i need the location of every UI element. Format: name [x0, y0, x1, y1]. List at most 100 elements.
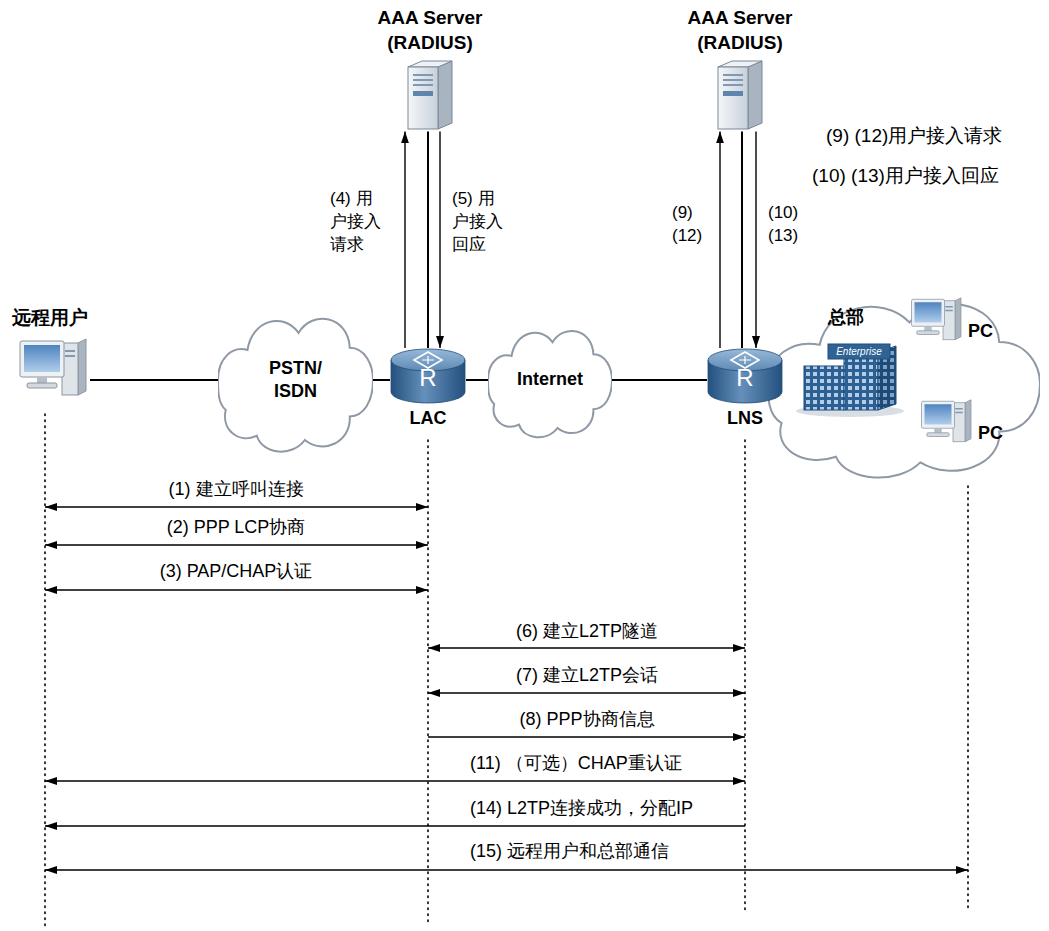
router-glyph: R: [390, 348, 466, 393]
server-side: [438, 61, 452, 129]
aaa-server: AAA Server (RADIUS): [355, 6, 505, 131]
sign-text-box: Enterprise: [828, 344, 890, 359]
server-front: [718, 67, 748, 129]
step-label-box: (1) 建立呼叫连接: [169, 478, 304, 501]
message-arrow: [45, 780, 745, 781]
request-arrow: [404, 131, 405, 348]
edge-label: (5) 用户接入回应: [452, 188, 510, 257]
pc-monitor: [20, 341, 64, 377]
building-sign: [828, 344, 890, 359]
edge-label: (9) (12): [672, 202, 708, 248]
sign-text: Enterprise: [828, 344, 890, 359]
pc-slot: [955, 412, 963, 414]
server-icon: [404, 59, 456, 131]
router-top: [708, 349, 782, 371]
pc-tower-side: [78, 339, 86, 395]
server-drive: [413, 91, 433, 96]
cloud-outline: [488, 331, 612, 437]
router-symbol: [422, 356, 434, 364]
message-arrow: [45, 825, 745, 826]
link-line: [612, 379, 707, 381]
step-label-box: (8) PPP协商信息: [519, 708, 654, 731]
step-label: (3) PAP/CHAP认证: [160, 560, 313, 583]
pc-base: [917, 331, 940, 335]
building-wing: [804, 366, 844, 410]
server-drive: [723, 91, 743, 96]
edge-label-box: (4) 用户接入请求: [330, 188, 388, 257]
cloud-name: Internet: [517, 368, 583, 391]
router: R LAC: [390, 348, 466, 430]
annotation: (10) (13)用户接入回应: [812, 164, 999, 189]
link-line: [373, 379, 390, 381]
pc-base: [927, 433, 950, 437]
lifeline: [744, 440, 746, 912]
request-arrow: [439, 131, 440, 348]
router-glyph: R: [707, 348, 783, 393]
step-label-box: (3) PAP/CHAP认证: [160, 560, 313, 583]
step-label-box: (6) 建立L2TP隧道: [516, 620, 658, 643]
lifelines: [45, 414, 968, 926]
lifeline: [967, 486, 969, 912]
building-tower: [844, 352, 878, 410]
pc-slot: [65, 355, 75, 357]
message-arrow: [45, 506, 428, 507]
step-label-box: (14) L2TP连接成功，分配IP: [470, 797, 693, 820]
cloud-outline: [218, 319, 373, 452]
pc-slot: [65, 350, 75, 352]
cloud-name: PSTN/ISDN: [268, 357, 324, 404]
router-symbol: [414, 352, 442, 368]
server-slot: [413, 84, 433, 86]
server-name: AAA Server (RADIUS): [355, 6, 505, 55]
server-slot: [723, 74, 743, 76]
link-line: [90, 379, 218, 381]
pc-stand: [924, 326, 932, 331]
link-line: [741, 131, 743, 348]
annotation-box: (9) (12)用户接入请求: [826, 124, 1002, 149]
router-top: [391, 349, 465, 371]
message-arrow: [45, 544, 428, 545]
request-arrow: [719, 131, 720, 348]
cloud-shape: [218, 305, 373, 455]
message-arrows: [45, 507, 968, 870]
pc-name: PC: [978, 398, 1003, 445]
step-label-box: (15) 远程用户和总部通信: [470, 840, 669, 863]
pc-screen: [925, 404, 952, 424]
step-label: (8) PPP协商信息: [519, 708, 654, 731]
link-line: [427, 131, 429, 348]
link-line: [466, 379, 488, 381]
message-arrow: [45, 869, 968, 870]
step-label: (15) 远程用户和总部通信: [470, 840, 669, 863]
annotation-box: (10) (13)用户接入回应: [812, 164, 999, 189]
message-arrow: [428, 692, 745, 693]
network-cloud: Internet: [488, 320, 612, 440]
pc-tower-side: [955, 298, 961, 340]
router: RLNS: [707, 348, 783, 430]
step-label: (14) L2TP连接成功，分配IP: [470, 797, 693, 820]
pc-name: PC: [968, 296, 993, 343]
pc-screen: [915, 302, 942, 322]
pc: PC: [910, 296, 993, 346]
pc-stand: [934, 428, 942, 433]
aaa-server: AAA Server (RADIUS): [665, 6, 815, 131]
step-label: (7) 建立L2TP会话: [516, 664, 658, 687]
pc-icon: [920, 398, 974, 445]
remote-user: 远程用户: [12, 306, 90, 399]
edge-label-box: (5) 用户接入回应: [452, 188, 510, 257]
server-slot: [413, 74, 433, 76]
router-symbol: [731, 352, 759, 368]
pc-screen: [24, 345, 60, 372]
pc-slot: [945, 306, 953, 308]
step-label-box: (11) （可选）CHAP重认证: [470, 752, 682, 775]
router-name: LAC: [390, 407, 466, 430]
server-slot: [723, 79, 743, 81]
edge-label-box: (10) (13): [768, 202, 812, 248]
step-label-box: (7) 建立L2TP会话: [516, 664, 658, 687]
pc-icon: [18, 337, 90, 399]
pc: PC: [920, 398, 1003, 448]
edge-label-box: (9) (12): [672, 202, 708, 248]
step-label-box: (2) PPP LCP协商: [167, 516, 306, 539]
message-arrow: [428, 647, 745, 648]
request-arrow: [755, 131, 756, 348]
server-front: [408, 67, 438, 129]
